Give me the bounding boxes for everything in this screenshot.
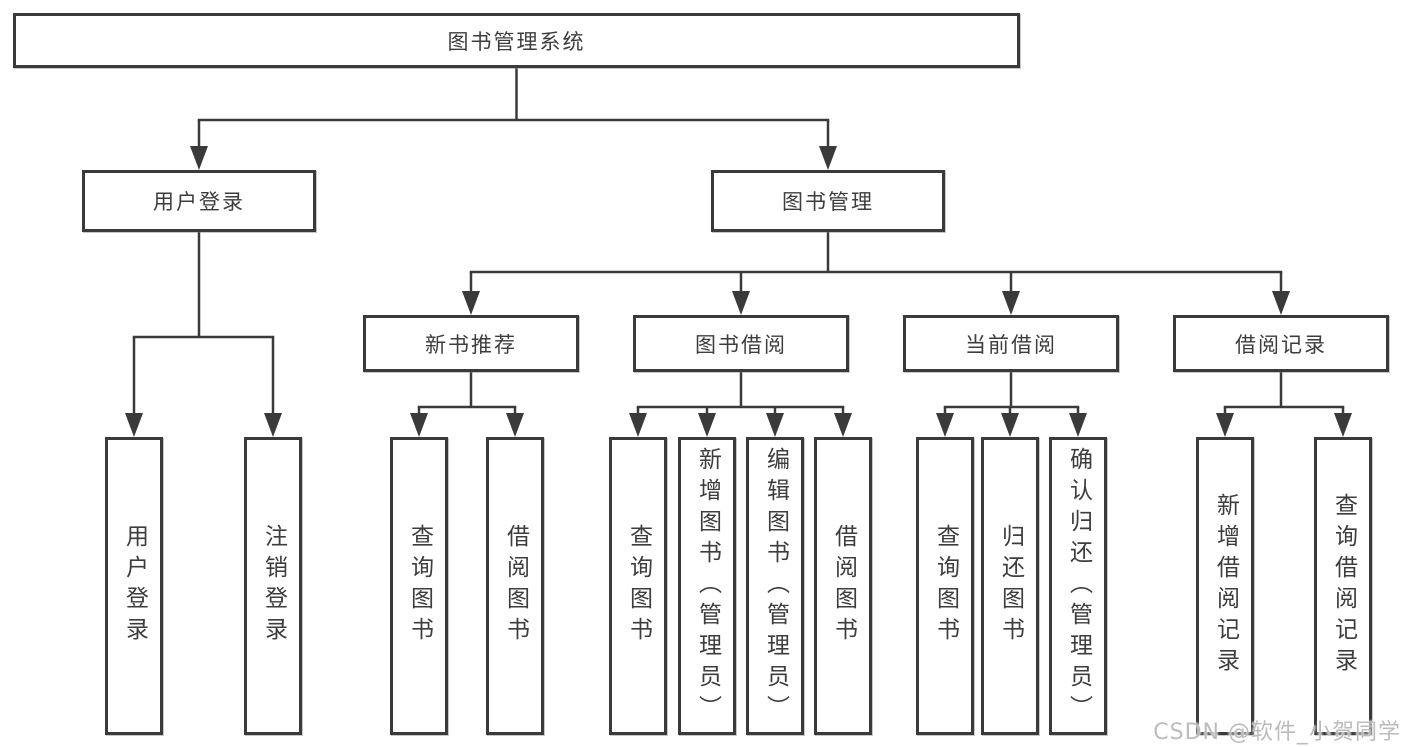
node-book-borrowing: 图书借阅 — [633, 315, 849, 372]
connector-bookmgmt-to-level3 — [462, 232, 1290, 315]
leaf-cb-confirm-return-admin-label: 确认归还（管理员） — [1065, 446, 1092, 726]
connector-borrowing-to-leaves — [629, 372, 852, 437]
leaf-cb-query-books-label: 查询图书 — [932, 524, 959, 648]
leaf-nbr-borrow-books-label: 借阅图书 — [502, 524, 529, 648]
leaf-bb-add-books-admin: 新增图书（管理员） — [678, 437, 736, 735]
connector-records-to-leaves — [1216, 372, 1352, 437]
leaf-logout-label: 注销登录 — [260, 524, 287, 648]
leaf-logout: 注销登录 — [244, 437, 302, 735]
leaf-br-query-record-label: 查询借阅记录 — [1330, 493, 1357, 679]
leaf-bb-add-books-admin-label: 新增图书（管理员） — [694, 446, 721, 726]
node-current-borrowing: 当前借阅 — [903, 315, 1119, 372]
node-current-borrowing-label: 当前借阅 — [965, 332, 1057, 357]
leaf-bb-query-books: 查询图书 — [609, 437, 667, 735]
csdn-watermark: CSDN @软件_小贺同学 — [1153, 720, 1401, 745]
leaf-nbr-query-books: 查询图书 — [390, 437, 448, 735]
leaf-nbr-query-books-label: 查询图书 — [406, 524, 433, 648]
node-borrowing-records-label: 借阅记录 — [1235, 332, 1327, 357]
leaf-cb-confirm-return-admin: 确认归还（管理员） — [1049, 437, 1107, 735]
node-library-system: 图书管理系统 — [13, 13, 1020, 68]
node-book-borrowing-label: 图书借阅 — [695, 332, 787, 357]
connector-userlogin-to-leaves — [125, 232, 282, 437]
leaf-cb-return-books-label: 归还图书 — [997, 524, 1024, 648]
leaf-cb-query-books: 查询图书 — [916, 437, 974, 735]
node-user-login: 用户登录 — [82, 170, 316, 232]
leaf-user-login: 用户登录 — [105, 437, 163, 735]
node-new-book-recommendation-label: 新书推荐 — [425, 332, 517, 357]
node-book-management-label: 图书管理 — [782, 190, 874, 214]
node-user-login-label: 用户登录 — [153, 190, 245, 214]
leaf-bb-edit-books-admin: 编辑图书（管理员） — [746, 437, 804, 735]
connector-newbook-to-leaves — [410, 372, 524, 437]
leaf-nbr-borrow-books: 借阅图书 — [486, 437, 544, 735]
leaf-bb-borrow-books-label: 借阅图书 — [830, 524, 857, 648]
leaf-br-add-record-label: 新增借阅记录 — [1212, 493, 1239, 679]
leaf-cb-return-books: 归还图书 — [981, 437, 1039, 735]
leaf-bb-edit-books-admin-label: 编辑图书（管理员） — [762, 446, 789, 726]
leaf-br-add-record: 新增借阅记录 — [1196, 437, 1254, 735]
leaf-user-login-label: 用户登录 — [121, 524, 148, 648]
connector-current-to-leaves — [936, 372, 1087, 437]
connector-root-to-level2 — [190, 68, 837, 170]
leaf-bb-query-books-label: 查询图书 — [625, 524, 652, 648]
leaf-br-query-record: 查询借阅记录 — [1314, 437, 1372, 735]
node-book-management: 图书管理 — [711, 170, 945, 232]
leaf-bb-borrow-books: 借阅图书 — [814, 437, 872, 735]
node-new-book-recommendation: 新书推荐 — [363, 315, 579, 372]
node-library-system-label: 图书管理系统 — [447, 29, 586, 54]
node-borrowing-records: 借阅记录 — [1173, 315, 1389, 372]
